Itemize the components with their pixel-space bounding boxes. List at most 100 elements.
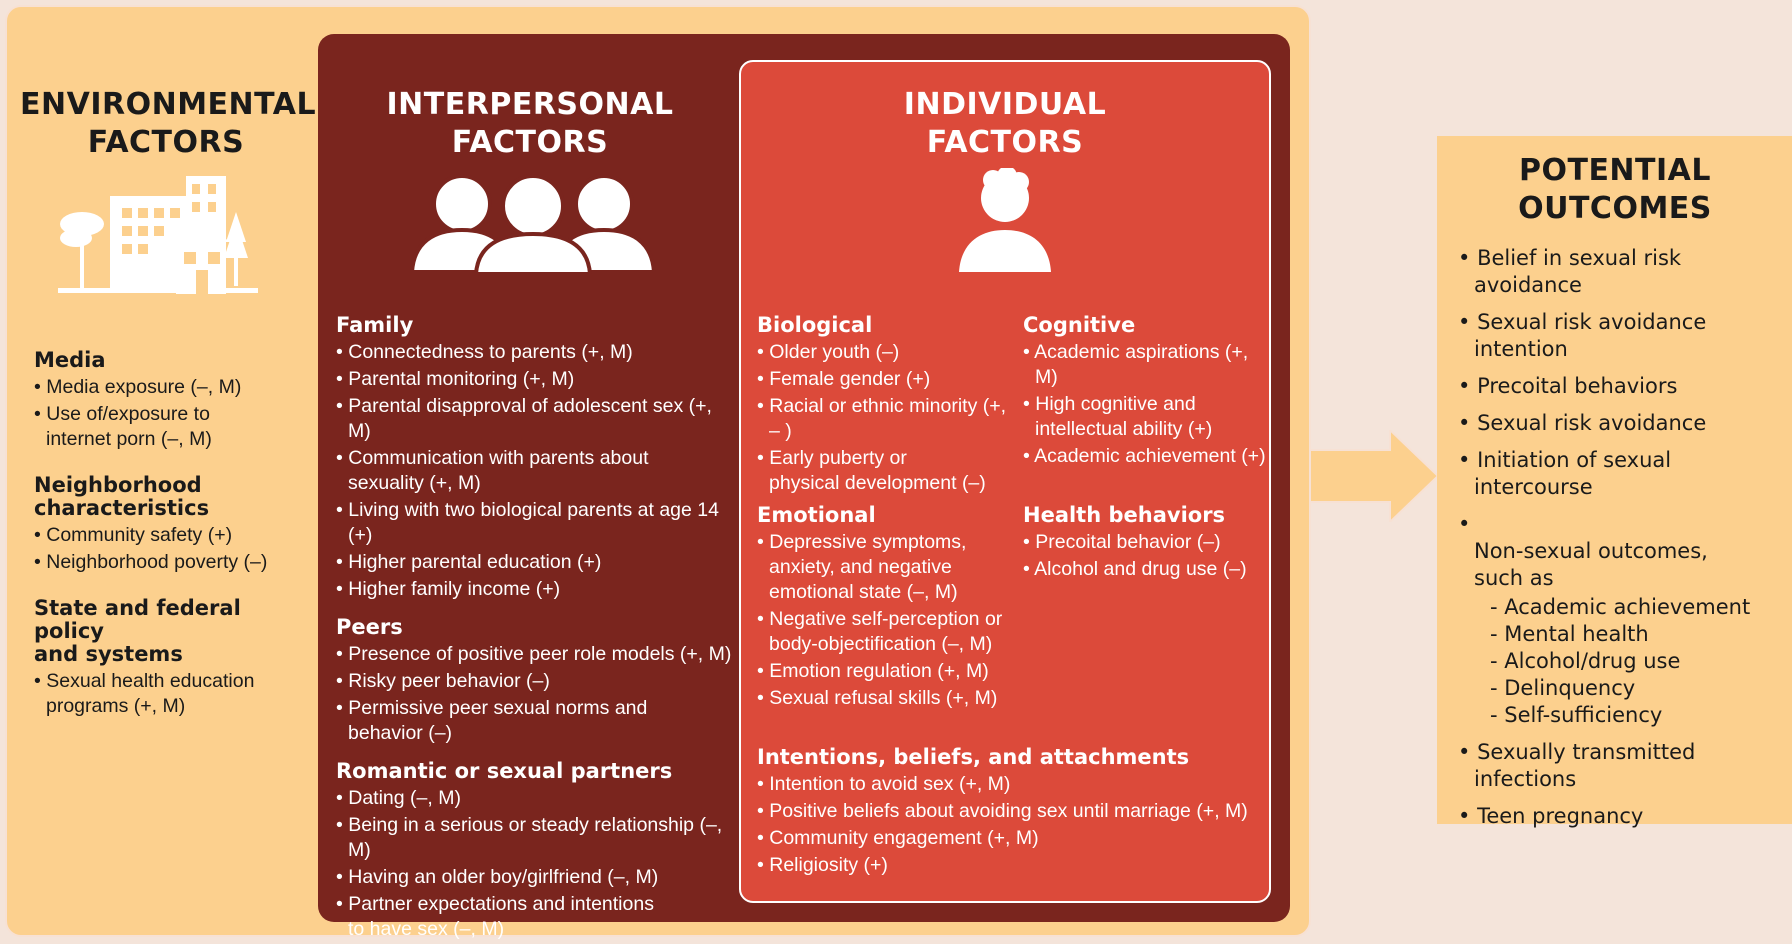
outcome-item-label: Non-sexual outcomes, such as (1474, 539, 1708, 590)
three-people-icon (410, 174, 656, 274)
cognitive-section: Cognitive Academic aspirations (+, M) Hi… (1023, 314, 1268, 469)
outcome-item: Sexually transmitted infections (1458, 739, 1788, 793)
outcome-sub-list: Academic achievement Mental health Alcoh… (1458, 594, 1788, 729)
health-behaviors-section: Health behaviors Precoital behavior (–) … (1023, 504, 1268, 582)
biological-section: Biological Older youth (–) Female gender… (757, 314, 1017, 496)
health-behaviors-title: Health behaviors (1023, 503, 1226, 527)
list-item: Sexual refusal skills (+, M) (757, 686, 1017, 711)
list-item: Positive beliefs about avoiding sex unti… (757, 799, 1257, 824)
list-item: Media exposure (–, M) (34, 375, 304, 400)
list-item: Living with two biological parents at ag… (336, 498, 736, 548)
outcome-sub-item: Academic achievement (1458, 594, 1788, 621)
environmental-heading-line2: FACTORS (87, 125, 245, 160)
list-item: Academic achievement (+) (1023, 444, 1268, 469)
environmental-sections: Media Media exposure (–, M) Use of/expos… (34, 349, 304, 721)
list-item: Use of/exposure to internet porn (–, M) (34, 402, 304, 452)
partners-title: Romantic or sexual partners (336, 759, 673, 783)
environmental-heading: ENVIRONMENTAL FACTORS (20, 86, 317, 162)
list-item: Early puberty or physical development (–… (757, 446, 1017, 496)
list-item: Risky peer behavior (–) (336, 669, 736, 694)
neighborhood-title-line2: characteristics (34, 496, 210, 520)
outcomes-list-wrapper: Belief in sexual risk avoidance Sexual r… (1458, 245, 1788, 840)
list-item: Higher family income (+) (336, 577, 736, 602)
list-item: Community engagement (+, M) (757, 826, 1257, 851)
person-icon (959, 168, 1051, 272)
outcomes-list: Belief in sexual risk avoidance Sexual r… (1458, 245, 1788, 592)
list-item: Having an older boy/girlfriend (–, M) (336, 865, 736, 890)
media-title: Media (34, 348, 106, 372)
list-item: Community safety (+) (34, 523, 304, 548)
list-item: Connectedness to parents (+, M) (336, 340, 736, 365)
list-item: Communication with parents about sexuali… (336, 446, 736, 496)
outcome-sub-item: Delinquency (1458, 675, 1788, 702)
emotional-section: Emotional Depressive symptoms, anxiety, … (757, 504, 1017, 711)
list-item: Permissive peer sexual norms and behavio… (336, 696, 736, 746)
individual-heading-line1: INDIVIDUAL (903, 87, 1107, 122)
interpersonal-sections: Family Connectedness to parents (+, M) P… (336, 314, 736, 944)
neighborhood-section: Neighborhood characteristics Community s… (34, 474, 304, 575)
neighborhood-title-line1: Neighborhood (34, 473, 202, 497)
list-item: Female gender (+) (757, 367, 1017, 392)
outcome-item: Precoital behaviors (1458, 373, 1788, 400)
outcome-item: Sexual risk avoidance intention (1458, 309, 1788, 363)
list-item: Depressive symptoms, anxiety, and negati… (757, 530, 1017, 605)
list-item: Dating (–, M) (336, 786, 736, 811)
health-column: Health behaviors Precoital behavior (–) … (1023, 504, 1268, 584)
list-item: Neighborhood poverty (–) (34, 550, 304, 575)
outcome-sub-item: Self-sufficiency (1458, 702, 1788, 729)
interpersonal-heading-line2: FACTORS (451, 125, 609, 160)
policy-title-line2: and systems (34, 642, 183, 666)
outcome-item: Teen pregnancy (1458, 803, 1788, 830)
outcome-item: Sexual risk avoidance (1458, 410, 1788, 437)
list-item: Academic aspirations (+, M) (1023, 340, 1268, 390)
list-item: Intention to avoid sex (+, M) (757, 772, 1257, 797)
list-item: Partner expectations and intentions to h… (336, 892, 736, 942)
individual-right-column: Cognitive Academic aspirations (+, M) Hi… (1023, 314, 1268, 471)
media-section: Media Media exposure (–, M) Use of/expos… (34, 349, 304, 452)
list-item: Negative self-perception or body-objecti… (757, 607, 1017, 657)
peers-section: Peers Presence of positive peer role mod… (336, 616, 736, 746)
outcomes-heading-line2: OUTCOMES (1518, 191, 1712, 226)
interpersonal-heading-line1: INTERPERSONAL (386, 87, 674, 122)
outcome-sub-item: Alcohol/drug use (1458, 648, 1788, 675)
individual-heading-line2: FACTORS (926, 125, 1084, 160)
outcome-item: Initiation of sexual intercourse (1458, 447, 1788, 501)
individual-left-column: Biological Older youth (–) Female gender… (757, 314, 1017, 498)
family-section: Family Connectedness to parents (+, M) P… (336, 314, 736, 602)
intentions-section: Intentions, beliefs, and attachments Int… (757, 746, 1257, 878)
cognitive-title: Cognitive (1023, 313, 1136, 337)
intentions-title: Intentions, beliefs, and attachments (757, 745, 1190, 769)
outcomes-heading-line1: POTENTIAL (1518, 153, 1711, 188)
list-item: Parental monitoring (+, M) (336, 367, 736, 392)
partners-section: Romantic or sexual partners Dating (–, M… (336, 760, 736, 942)
outcome-item: Belief in sexual risk avoidance (1458, 245, 1788, 299)
outcome-item: Non-sexual outcomes, such as (1458, 511, 1788, 592)
outcome-sub-item: Mental health (1458, 621, 1788, 648)
peers-title: Peers (336, 615, 403, 639)
emotional-title: Emotional (757, 503, 876, 527)
environmental-heading-line1: ENVIRONMENTAL (20, 87, 317, 122)
interpersonal-heading: INTERPERSONAL FACTORS (340, 86, 720, 162)
policy-title-line1: State and federal policy (34, 596, 241, 643)
outcomes-list-tail: Sexually transmitted infections Teen pre… (1458, 739, 1788, 830)
list-item: High cognitive and intellectual ability … (1023, 392, 1268, 442)
emotional-column: Emotional Depressive symptoms, anxiety, … (757, 504, 1017, 713)
list-item: Parental disapproval of adolescent sex (… (336, 394, 736, 444)
intentions-column: Intentions, beliefs, and attachments Int… (757, 746, 1257, 880)
list-item: Presence of positive peer role models (+… (336, 642, 736, 667)
list-item: Religiosity (+) (757, 853, 1257, 878)
list-item: Sexual health education programs (+, M) (34, 669, 304, 719)
list-item: Being in a serious or steady relationshi… (336, 813, 736, 863)
right-arrow-icon (1310, 430, 1440, 522)
list-item: Racial or ethnic minority (+, – ) (757, 394, 1017, 444)
biological-title: Biological (757, 313, 873, 337)
outcomes-heading: POTENTIAL OUTCOMES (1450, 152, 1780, 228)
family-title: Family (336, 313, 414, 337)
policy-section: State and federal policy and systems Sex… (34, 597, 304, 719)
list-item: Precoital behavior (–) (1023, 530, 1268, 555)
list-item: Alcohol and drug use (–) (1023, 557, 1268, 582)
list-item: Emotion regulation (+, M) (757, 659, 1017, 684)
buildings-and-trees-icon (58, 176, 258, 294)
list-item: Higher parental education (+) (336, 550, 736, 575)
list-item: Older youth (–) (757, 340, 1017, 365)
